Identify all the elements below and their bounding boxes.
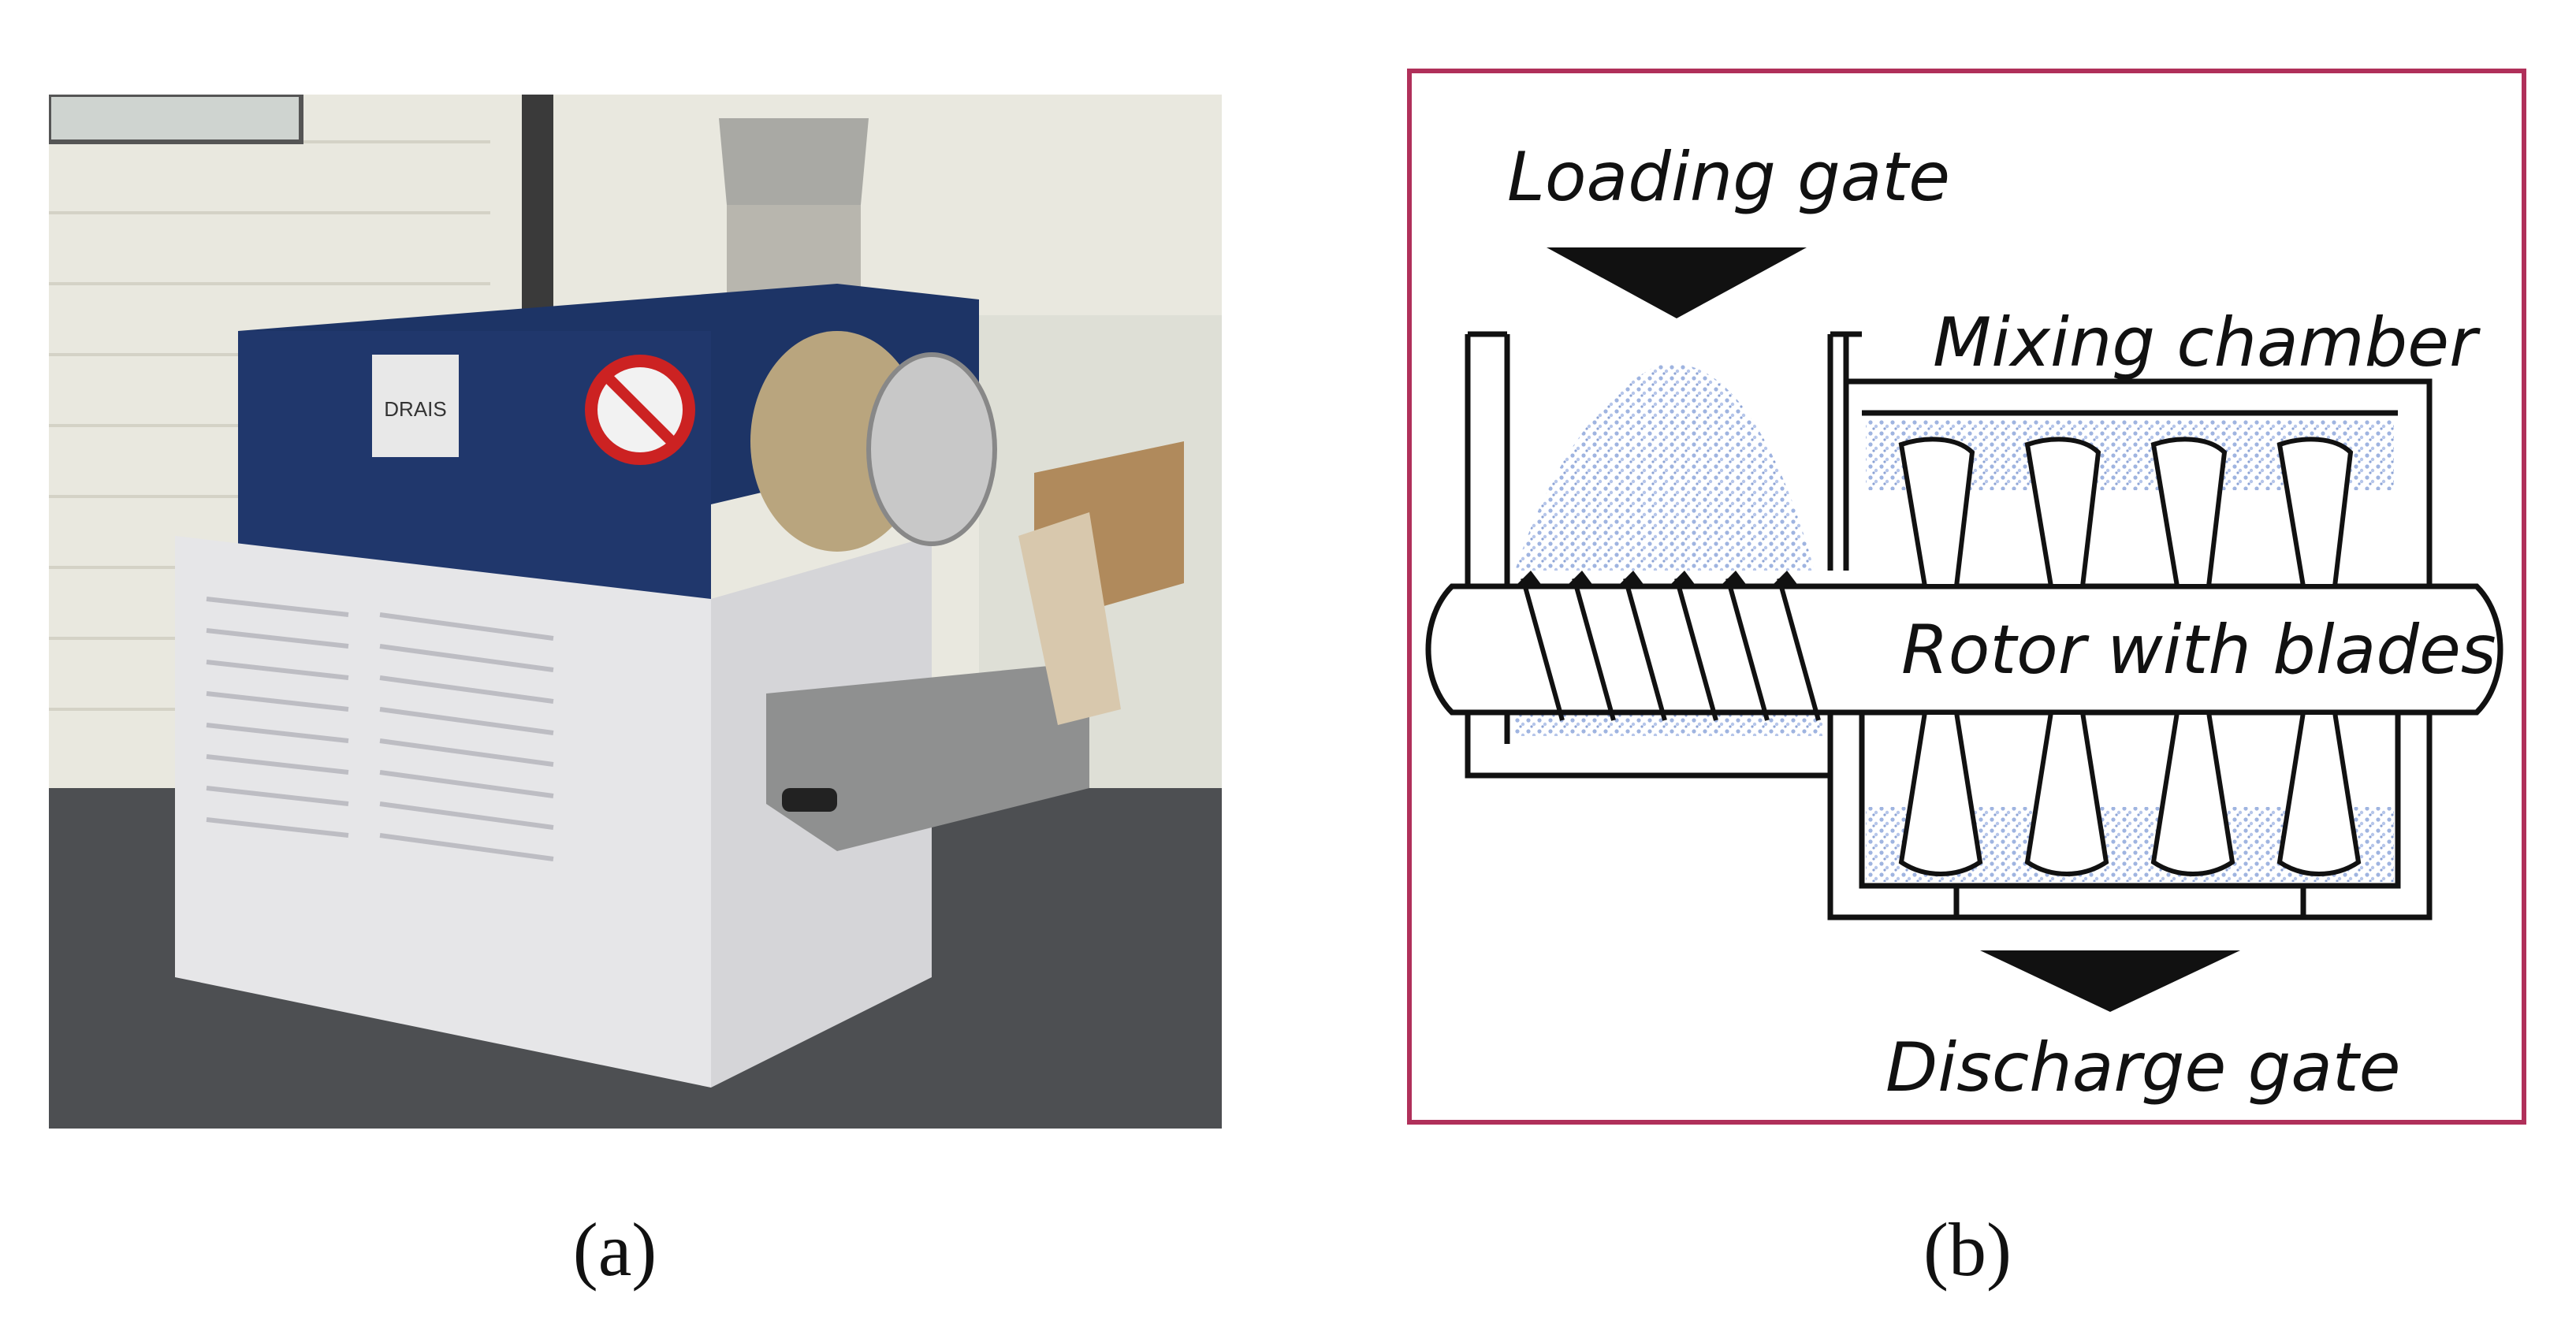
panel-a: DRAIS <box>47 92 1222 1129</box>
rotor-shaft <box>1425 583 2503 716</box>
mixer-photo: DRAIS <box>47 92 1222 1129</box>
label-discharge-gate: Discharge gate <box>1885 1028 2401 1107</box>
drais-logo: DRAIS <box>384 397 446 421</box>
label-rotor-with-blades: Rotor with blades <box>1901 611 2496 690</box>
label-loading-gate: Loading gate <box>1507 138 1950 217</box>
panel-b: Loading gate Mixing chamber <box>1405 66 2530 1129</box>
discharge-arrow-icon <box>1980 950 2240 1012</box>
caption-a: (a) <box>572 1207 657 1292</box>
mixer-schematic: Loading gate Mixing chamber <box>1407 69 2526 1125</box>
powder-pile <box>1515 363 1815 571</box>
caption-b: (b) <box>1923 1207 2012 1292</box>
label-mixing-chamber: Mixing chamber <box>1933 303 2481 382</box>
loading-arrow-icon <box>1547 247 1807 318</box>
